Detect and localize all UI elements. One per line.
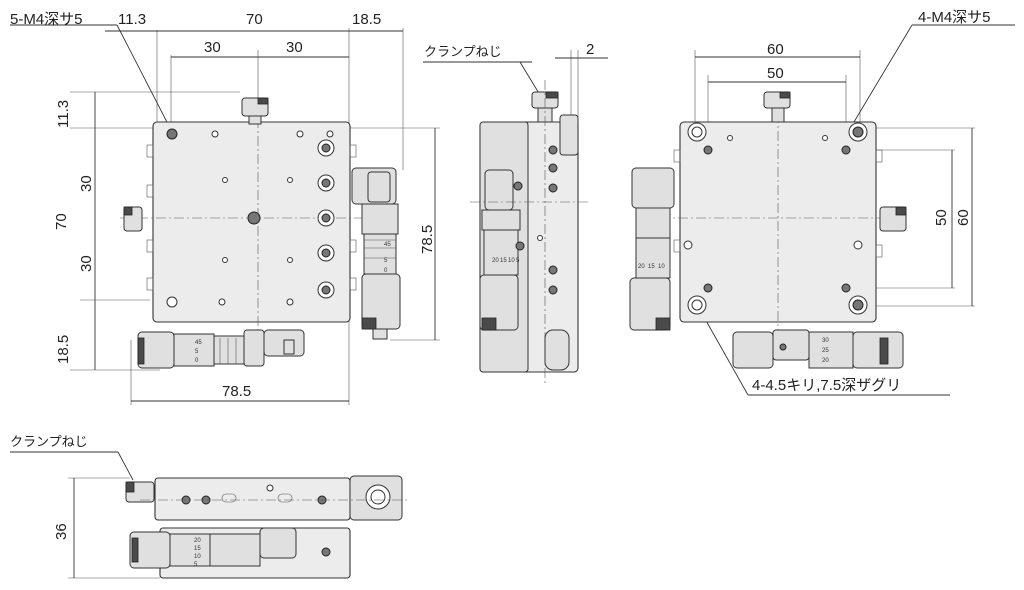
svg-text:15: 15	[194, 546, 201, 552]
svg-text:2: 2	[586, 41, 594, 58]
svg-text:30: 30	[204, 39, 221, 56]
svg-text:11.3: 11.3	[55, 100, 72, 128]
note-counterbore: 4-4.5キリ,7.5深ザグリ	[752, 377, 901, 394]
svg-text:0: 0	[195, 358, 199, 364]
svg-text:45: 45	[195, 340, 202, 346]
svg-text:5: 5	[516, 258, 520, 264]
svg-text:78.5: 78.5	[222, 383, 251, 400]
svg-text:25: 25	[822, 348, 829, 354]
svg-text:30: 30	[78, 175, 95, 192]
svg-text:20: 20	[638, 264, 645, 270]
svg-text:50: 50	[933, 209, 950, 226]
svg-text:70: 70	[246, 11, 263, 28]
top-view: 45 5 0 45 5 0 5-M4深サ5 11.3 70 18.5 30 30	[10, 11, 440, 405]
note-5-m4: 5-M4深サ5	[10, 11, 83, 28]
svg-text:78.5: 78.5	[419, 225, 436, 254]
svg-text:36: 36	[53, 523, 70, 540]
svg-text:70: 70	[53, 213, 70, 230]
svg-text:30: 30	[286, 39, 303, 56]
svg-text:20: 20	[822, 358, 829, 364]
svg-text:10: 10	[658, 264, 665, 270]
svg-text:45: 45	[384, 242, 391, 248]
svg-text:20: 20	[492, 258, 499, 264]
note-clamp-side: クランプねじ	[424, 44, 502, 59]
svg-text:60: 60	[955, 209, 972, 226]
svg-text:15: 15	[500, 258, 507, 264]
svg-text:30: 30	[78, 255, 95, 272]
micrometer-bottom-vertical: 20 15 10	[629, 167, 675, 331]
svg-text:18.5: 18.5	[352, 11, 381, 28]
svg-text:18.5: 18.5	[55, 335, 72, 364]
svg-text:15: 15	[648, 264, 655, 270]
svg-text:30: 30	[822, 338, 829, 344]
svg-text:5: 5	[194, 562, 198, 568]
note-4-m4: 4-M4深サ5	[918, 9, 991, 26]
svg-text:10: 10	[508, 258, 515, 264]
svg-text:5: 5	[384, 258, 388, 264]
svg-text:0: 0	[384, 268, 388, 274]
micrometer-bottom-horizontal: 30 25 20	[732, 329, 904, 369]
note-clamp-bottom: クランプねじ	[10, 434, 88, 449]
svg-text:5: 5	[195, 349, 199, 355]
bottom-view: 20 15 10 30 25 20 60 50 50 60 4-M4深サ5 4-…	[629, 9, 1015, 396]
svg-text:50: 50	[767, 65, 784, 82]
micrometer-vertical: 45 5 0	[351, 167, 401, 340]
side-view: 20 15 10 5 クランプねじ 2	[423, 41, 608, 385]
svg-text:60: 60	[767, 41, 784, 58]
svg-text:20: 20	[194, 538, 201, 544]
front-view: 20 15 10 5 クランプねじ 36	[10, 434, 410, 579]
svg-text:10: 10	[194, 554, 201, 560]
svg-text:11.3: 11.3	[118, 11, 146, 28]
micrometer-horizontal: 45 5 0	[137, 329, 305, 369]
